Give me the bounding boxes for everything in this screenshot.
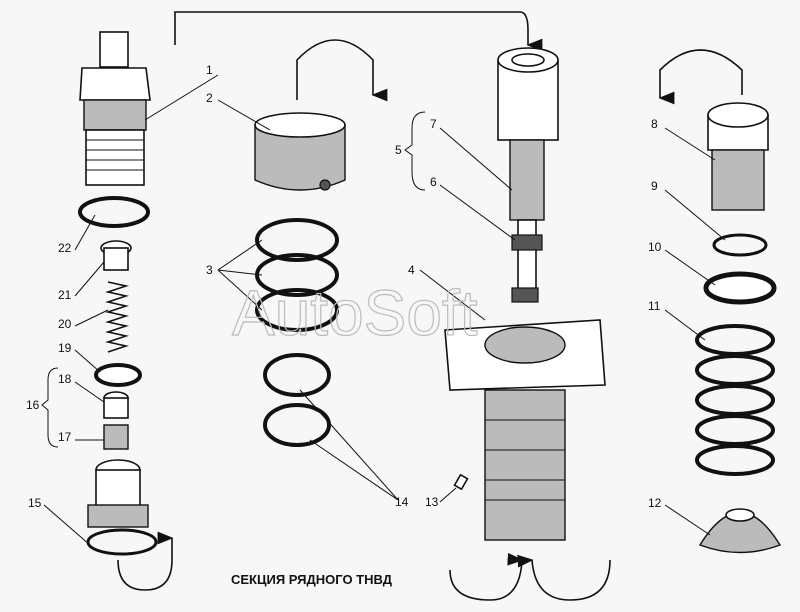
label-14: 14 <box>395 495 409 509</box>
leader-lines <box>41 74 726 546</box>
plunger-pair <box>497 47 559 303</box>
valve-18 <box>103 391 129 450</box>
snap-ring-9 <box>712 233 768 257</box>
label-6: 6 <box>430 175 437 189</box>
rotating-sleeve-8 <box>707 102 769 211</box>
label-11: 11 <box>648 299 661 313</box>
label-17: 17 <box>58 430 72 444</box>
diagram-caption: СЕКЦИЯ РЯДНОГО ТНВД <box>231 572 393 587</box>
part-labels: 1 2 3 4 5 6 7 8 9 10 11 12 13 14 15 16 1… <box>26 63 662 510</box>
label-5: 5 <box>395 143 402 157</box>
pump-barrel-4 <box>444 319 606 541</box>
label-20: 20 <box>58 317 72 331</box>
valve-seat-15 <box>86 459 158 556</box>
label-3: 3 <box>206 263 213 277</box>
spring-20 <box>105 281 129 353</box>
flow-arrows <box>117 11 743 601</box>
label-16: 16 <box>26 398 40 412</box>
valve-stop-21 <box>100 240 132 271</box>
label-19: 19 <box>58 341 72 355</box>
plunger-spring-11 <box>695 324 775 476</box>
label-10: 10 <box>648 240 662 254</box>
label-8: 8 <box>651 117 658 131</box>
label-18: 18 <box>58 372 72 386</box>
label-2: 2 <box>206 91 213 105</box>
spring-seat-12 <box>698 508 782 554</box>
label-1: 1 <box>206 63 213 77</box>
label-13: 13 <box>425 495 439 509</box>
washer-19 <box>94 363 142 387</box>
label-9: 9 <box>651 179 658 193</box>
watermark: AutoSoft <box>232 277 478 349</box>
label-15: 15 <box>28 496 42 510</box>
delivery-valve-holder <box>79 31 151 186</box>
gear-sleeve-2 <box>254 112 346 191</box>
label-21: 21 <box>58 288 72 302</box>
o-rings-14 <box>263 353 331 447</box>
label-22: 22 <box>58 241 72 255</box>
spring-plate-10 <box>703 271 777 305</box>
o-rings-3 <box>255 218 339 332</box>
label-4: 4 <box>408 263 415 277</box>
label-7: 7 <box>430 117 437 131</box>
o-ring-22 <box>78 196 150 228</box>
label-12: 12 <box>648 496 662 510</box>
